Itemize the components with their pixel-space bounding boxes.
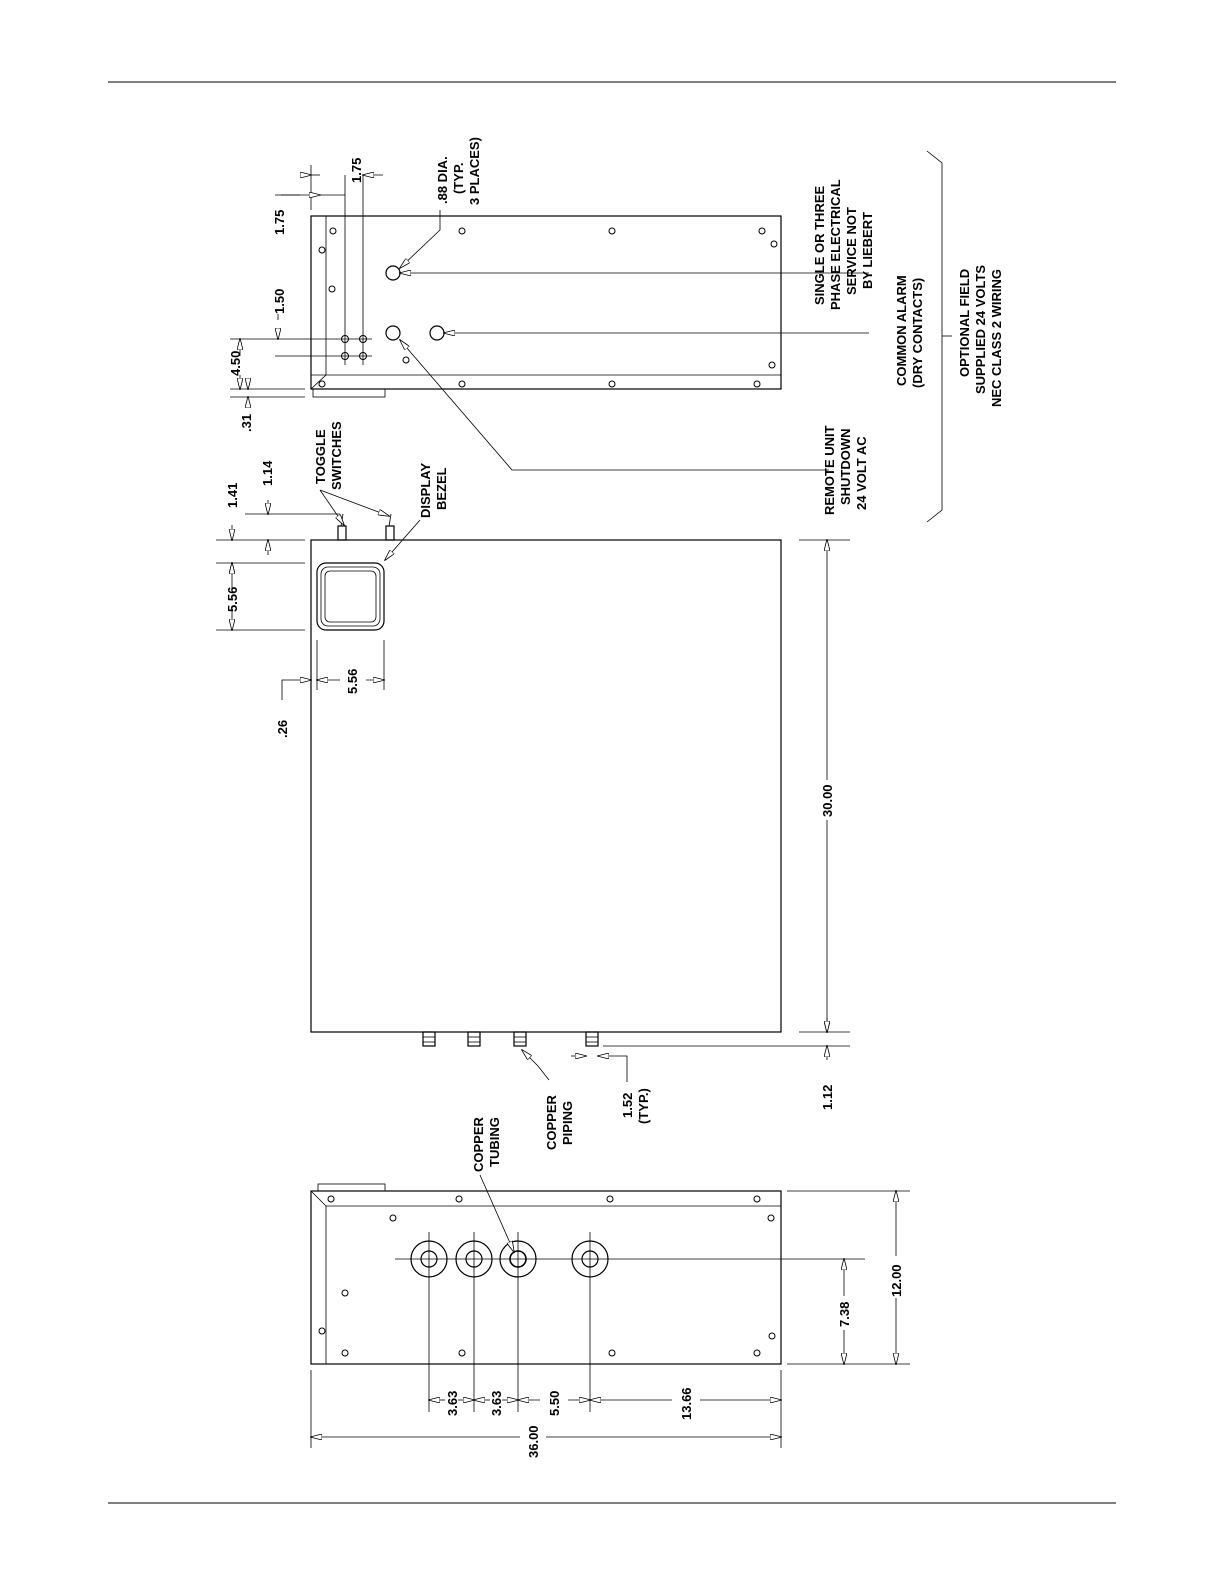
copper-piping-label-1: COPPER [544, 1094, 559, 1150]
service-label-1: SINGLE OR THREE [812, 185, 827, 305]
top-panel-view: 1.75 1.75 1.50 4.50 .31 .88 DIA. (TYP. 3… [228, 137, 1004, 523]
copper-piping-label-2: PIPING [560, 1101, 575, 1145]
dim-5-56-vertical: 5.56 [225, 587, 240, 612]
dim-36-00: 36.00 [526, 1425, 541, 1458]
remote-shutdown-knockout-hole [385, 325, 401, 341]
optional-field-label-1: OPTIONAL FIELD [957, 269, 972, 377]
service-label-2: PHASE ELECTRICAL [828, 179, 843, 310]
remote-label-3: 24 VOLT AC [854, 436, 869, 510]
dim-1-12: 1.12 [820, 1085, 835, 1110]
service-label-3: SERVICE NOT [844, 207, 859, 295]
remote-label-2: SHUTDOWN [838, 428, 853, 505]
dim-5-50: 5.50 [547, 1391, 562, 1416]
dim-1-50: 1.50 [272, 289, 287, 314]
toggle-switches-label-2: SWITCHES [329, 421, 344, 490]
remote-label-1: REMOTE UNIT [822, 425, 837, 515]
top-panel-screw-holes [318, 227, 778, 388]
front-view: 1.41 1.14 5.56 5.56 .26 30.00 1.12 1.52 … [216, 421, 850, 1150]
optional-field-brace [926, 150, 943, 523]
bottom-panel-outline [310, 1190, 782, 1365]
dim-0-31: .31 [239, 414, 254, 432]
toggle-switches-label-1: TOGGLE [313, 429, 328, 484]
bottom-panel-view: 3.63 3.63 5.50 13.66 36.00 7.38 12.00 CO… [311, 1116, 910, 1458]
cabinet-front-outline [310, 539, 782, 1033]
alarm-knockout-hole [429, 325, 445, 341]
bottom-panel-screw-holes [318, 1195, 776, 1357]
dim-1-75-right: 1.75 [349, 158, 364, 183]
display-bezel [316, 562, 385, 631]
toggle-switch-2 [385, 513, 395, 541]
alarm-label-1: COMMON ALARM [894, 275, 909, 386]
hole-dia-label-2: (TYP. [451, 162, 466, 194]
dim-7-38: 7.38 [837, 1302, 852, 1327]
hole-dia-label-1: .88 DIA. [435, 156, 450, 204]
dim-1-75-left: 1.75 [272, 210, 287, 235]
dim-0-26: .26 [275, 720, 290, 738]
dim-5-56-horizontal: 5.56 [345, 669, 360, 694]
dim-3-63-a: 3.63 [445, 1391, 460, 1416]
optional-field-label-3: NEC CLASS 2 WIRING [989, 269, 1004, 407]
dim-4-50: 4.50 [228, 351, 243, 376]
service-knockout-hole [385, 265, 401, 281]
dim-12-00: 12.00 [889, 1264, 904, 1297]
dim-1-52-line1: 1.52 [620, 1093, 635, 1118]
optional-field-label-2: SUPPLIED 24 VOLTS [973, 265, 988, 394]
dim-3-63-b: 3.63 [489, 1391, 504, 1416]
display-bezel-label-1: DISPLAY [418, 463, 433, 518]
dim-30-00: 30.00 [820, 784, 835, 817]
alarm-label-2: (DRY CONTACTS) [910, 278, 925, 388]
copper-tubing-label-2: TUBING [487, 1117, 502, 1167]
copper-tubing-label-1: COPPER [471, 1116, 486, 1172]
dim-13-66: 13.66 [679, 1387, 694, 1420]
copper-piping-stubs [422, 1031, 599, 1047]
display-bezel-label-2: BEZEL [434, 467, 449, 510]
hole-dia-label-3: 3 PLACES) [467, 137, 482, 205]
dim-1-41: 1.41 [225, 483, 240, 508]
dim-1-14: 1.14 [260, 460, 275, 486]
service-label-4: BY LIEBERT [860, 212, 875, 289]
dim-1-52-line2: (TYP.) [636, 1088, 651, 1124]
